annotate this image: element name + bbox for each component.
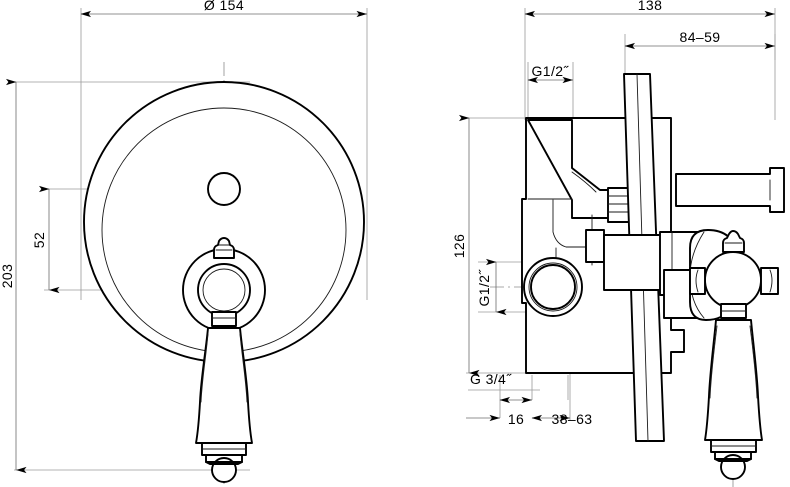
side-outlet-port [523, 257, 583, 317]
dim-label-thread-top: G1/2˝ [531, 63, 569, 79]
dim-label-install: 38–63 [552, 411, 593, 427]
outlet-port-bore [530, 264, 576, 310]
dim-label-depth: 138 [638, 0, 663, 13]
lever-top-finial [213, 237, 235, 259]
lower-step-block [585, 229, 605, 263]
front-view: Ø 154 203 52 [0, 0, 368, 487]
dim-thread-top: G1/2˝ [527, 63, 573, 84]
side-lever-assembly [689, 230, 779, 480]
dim-install-38-63: 38–63 [531, 411, 593, 427]
handle-hub-mid [197, 263, 251, 317]
dim-thread-side: G1/2˝ [476, 258, 507, 316]
dim-projection-84-59: 84–59 [624, 29, 775, 50]
side-handle-hub [704, 251, 762, 309]
dim-body-height-126: 126 [451, 114, 480, 377]
diverter-button-circle [207, 172, 241, 206]
dim-label-thread-side: G1/2˝ [476, 269, 492, 307]
dim-label-height: 203 [0, 264, 15, 289]
outlet-port-outer [523, 257, 583, 317]
dim-label-diameter: Ø 154 [204, 0, 244, 13]
dim-label-projection: 84–59 [680, 29, 721, 45]
dim-thread-bottom: G 3/4˝ [466, 371, 512, 422]
dim-label-thread-bottom: G 3/4˝ [470, 371, 512, 387]
dim-offset-52: 52 [31, 185, 60, 294]
outlet-port-inner [528, 262, 578, 312]
dim-depth-138: 138 [524, 0, 775, 18]
dim-label-wall: 16 [508, 411, 524, 427]
dim-label-body-height: 126 [451, 234, 467, 259]
right-outlet-nipple [675, 167, 785, 213]
side-view: 138 84–59 G1/2˝ 126 G1/2˝ [451, 0, 785, 487]
dim-diameter-154: Ø 154 [80, 0, 367, 18]
dim-wall-16: 16 [499, 396, 532, 427]
dim-height-203: 203 [0, 78, 27, 474]
dim-label-offset: 52 [31, 232, 47, 248]
handle-hub-inner [202, 268, 246, 312]
lever-arm [195, 311, 253, 483]
